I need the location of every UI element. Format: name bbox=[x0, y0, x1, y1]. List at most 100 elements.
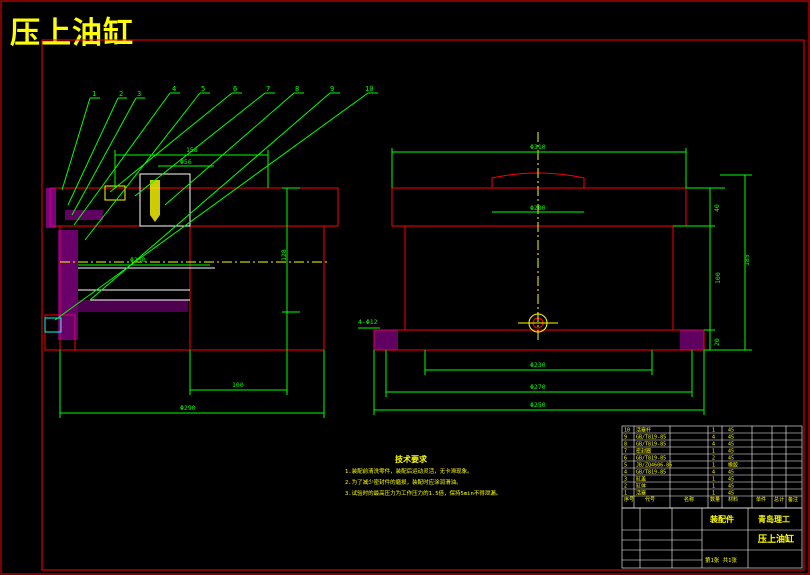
dim-phi290: Φ290 bbox=[180, 404, 196, 412]
tb-row-no: 2 bbox=[624, 484, 627, 490]
technical-notes: 技术要求 1.装配前清洗零件，装配后运动灵活，无卡滞现象。 2.为了减少密封件的… bbox=[345, 454, 501, 497]
tb-header-total: 总计 bbox=[774, 496, 784, 503]
tb-drawing-name: 压上油缸 bbox=[758, 533, 794, 545]
right-dimension-lines bbox=[358, 148, 752, 415]
left-dimension-lines bbox=[59, 150, 325, 418]
balloon-5: 5 bbox=[201, 85, 205, 93]
tb-row-no: 8 bbox=[624, 442, 627, 448]
tb-row-qty: 1 bbox=[712, 449, 715, 455]
left-dimension-texts: 158 Φ56 Φ250 128 100 Φ290 bbox=[130, 146, 288, 412]
right-dimension-texts: Φ310 Φ200 40 100 185 4-Φ12 20 Φ230 Φ270 … bbox=[358, 143, 751, 409]
dim-100-right: 100 bbox=[714, 272, 722, 284]
balloon-8: 8 bbox=[295, 85, 299, 93]
tb-row-material: 橡胶 bbox=[728, 462, 738, 469]
balloon-labels: 1 2 3 4 5 6 7 8 9 10 bbox=[92, 85, 373, 98]
title-block-grid bbox=[621, 425, 803, 569]
tb-header-material: 材料 bbox=[728, 496, 738, 503]
tb-row-material: 45 bbox=[728, 449, 734, 455]
tb-row-no: 3 bbox=[624, 477, 627, 483]
balloon-2: 2 bbox=[119, 90, 123, 98]
dim-20: 20 bbox=[713, 338, 721, 346]
tb-row-qty: 4 bbox=[712, 470, 715, 476]
notes-heading: 技术要求 bbox=[395, 454, 428, 464]
tb-header-remark: 备注 bbox=[788, 496, 798, 503]
tb-row-name: GB/T819-85 bbox=[636, 456, 666, 462]
tb-row-qty: 4 bbox=[712, 442, 715, 448]
inner-border bbox=[41, 39, 805, 571]
tb-row-material: 45 bbox=[728, 484, 734, 490]
base-flange bbox=[373, 329, 705, 351]
notes-line-1: 1.装配前清洗零件，装配后运动灵活，无卡滞现象。 bbox=[345, 467, 473, 475]
tb-row-material: 45 bbox=[728, 442, 734, 448]
balloon-4: 4 bbox=[172, 85, 176, 93]
tb-row-name: GB/T819-85 bbox=[636, 470, 666, 476]
tb-row-name: 缸体 bbox=[636, 483, 646, 490]
balloon-7: 7 bbox=[266, 85, 270, 93]
dim-100: 100 bbox=[232, 381, 244, 389]
tb-row-name: GB/T819-85 bbox=[636, 435, 666, 441]
tb-row-no: 10 bbox=[624, 428, 630, 434]
dim-phi56: Φ56 bbox=[180, 158, 192, 166]
tb-row-qty: 1 bbox=[712, 463, 715, 469]
tb-school: 青岛理工 bbox=[758, 514, 790, 524]
balloons bbox=[54, 92, 378, 321]
tb-row-name: JB/ZQ4606-86 bbox=[636, 463, 672, 469]
tb-row-material: 45 bbox=[728, 470, 734, 476]
tb-row-qty: 1 bbox=[712, 428, 715, 434]
tb-row-no: 9 bbox=[624, 435, 627, 441]
tb-row-qty: 2 bbox=[712, 456, 715, 462]
tb-row-no: 4 bbox=[624, 470, 627, 476]
dim-4-phi12: 4-Φ12 bbox=[358, 318, 378, 326]
tb-row-material: 45 bbox=[728, 477, 734, 483]
tb-row-qty: 1 bbox=[712, 477, 715, 483]
title-block-header: 序号 代号 名称 数量 材料 单件 总计 备注 bbox=[624, 496, 798, 503]
tb-header-code: 代号 bbox=[645, 496, 655, 503]
tb-header-unit: 单件 bbox=[756, 496, 766, 503]
tb-row-qty: 1 bbox=[712, 484, 715, 490]
tb-row-no: 7 bbox=[624, 449, 627, 455]
left-section-view bbox=[44, 173, 339, 351]
tb-row-qty: 1 bbox=[712, 491, 715, 497]
drawing-title: 压上油缸 bbox=[10, 16, 134, 51]
dim-phi310: Φ310 bbox=[530, 143, 546, 151]
dim-phi270: Φ270 bbox=[530, 383, 546, 391]
tb-row-no: 5 bbox=[624, 463, 627, 469]
cover-flange bbox=[49, 187, 339, 227]
balloon-1: 1 bbox=[92, 90, 96, 98]
tb-row-name: 活塞杆 bbox=[636, 427, 651, 434]
tb-row-qty: 4 bbox=[712, 435, 715, 441]
dim-128: 128 bbox=[280, 249, 288, 261]
balloon-3: 3 bbox=[137, 90, 141, 98]
tb-header-no: 序号 bbox=[624, 496, 634, 503]
tb-sheet: 第1张 共1张 bbox=[705, 556, 737, 564]
tb-row-material: 45 bbox=[728, 491, 734, 497]
balloon-9: 9 bbox=[330, 85, 334, 93]
dim-phi230: Φ230 bbox=[530, 361, 546, 369]
dim-phi250-right: Φ250 bbox=[530, 401, 546, 409]
tb-row-name: GB/T819-85 bbox=[636, 442, 666, 448]
tb-assembly: 装配件 bbox=[709, 514, 734, 524]
tb-header-qty: 数量 bbox=[710, 496, 720, 503]
tb-row-name: 活塞 bbox=[636, 490, 646, 497]
dim-phi250: Φ250 bbox=[130, 256, 146, 264]
tb-row-no: 1 bbox=[624, 491, 627, 497]
notes-line-2: 2.为了减少密封件的磨损，装配时应涂润滑油。 bbox=[345, 478, 462, 486]
right-front-view bbox=[373, 132, 705, 351]
tb-row-name: 缸盖 bbox=[636, 476, 646, 483]
dim-phi200: Φ200 bbox=[530, 204, 546, 212]
tb-row-material: 45 bbox=[728, 435, 734, 441]
balloon-6: 6 bbox=[233, 85, 237, 93]
tb-header-name: 名称 bbox=[684, 496, 694, 503]
dim-40: 40 bbox=[713, 204, 721, 212]
notes-line-3: 3.试验时的最高压力为工作压力的1.5倍，保持5min不得泄漏。 bbox=[345, 489, 501, 497]
dim-185: 185 bbox=[743, 254, 751, 266]
tb-row-material: 45 bbox=[728, 456, 734, 462]
tb-row-name: 密封圈 bbox=[636, 448, 651, 455]
tb-row-no: 6 bbox=[624, 456, 627, 462]
dim-158: 158 bbox=[186, 146, 198, 154]
balloon-10: 10 bbox=[365, 85, 373, 93]
tb-row-material: 45 bbox=[728, 428, 734, 434]
